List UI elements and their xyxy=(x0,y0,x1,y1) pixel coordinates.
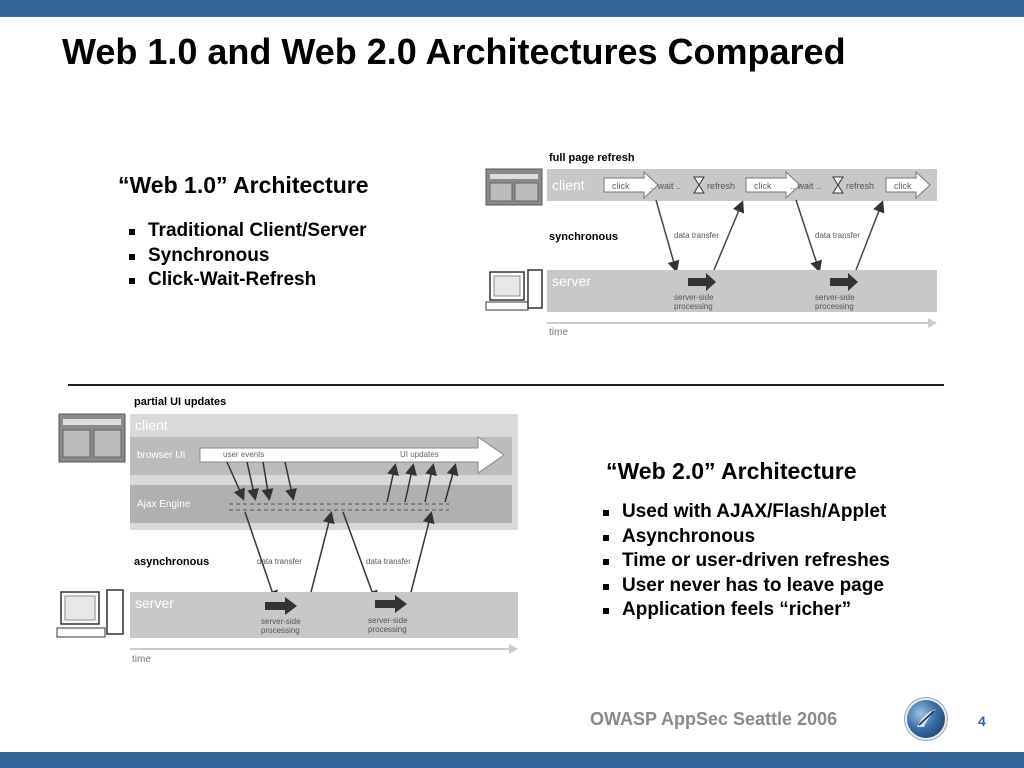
page-number: 4 xyxy=(978,713,986,729)
hourglass-icon xyxy=(693,176,705,194)
ui-update-arrow xyxy=(386,463,399,503)
client-label: client xyxy=(552,177,585,193)
client-label: client xyxy=(135,417,168,433)
wasp-icon xyxy=(917,709,936,727)
click-label: click xyxy=(894,181,912,191)
data-transfer-label: data transfer xyxy=(674,231,719,240)
click-label: click xyxy=(612,181,630,191)
wait-label: .. wait .. xyxy=(790,181,821,191)
ui-update-arrow xyxy=(444,463,459,503)
ui-update-arrow xyxy=(424,463,437,503)
data-transfer-arrow xyxy=(713,200,745,271)
click-label: click xyxy=(754,181,772,191)
slide-title: Web 1.0 and Web 2.0 Architectures Compar… xyxy=(62,31,846,72)
processing-label-line2: processing xyxy=(815,302,854,311)
user-event-arrow xyxy=(246,461,259,501)
user-event-arrow xyxy=(226,461,245,501)
data-transfer-arrow xyxy=(342,511,378,603)
processing-arrow xyxy=(375,595,407,613)
footer-text: OWASP AppSec Seattle 2006 xyxy=(590,709,838,729)
section-divider xyxy=(68,384,944,386)
web2-bullet: Used with AJAX/Flash/Applet xyxy=(600,500,890,525)
computer-icon xyxy=(56,589,124,638)
user-event-arrow xyxy=(284,461,297,501)
web2-bullet-list: Used with AJAX/Flash/Applet Asynchronous… xyxy=(600,500,890,623)
processing-label-line1: server-side xyxy=(815,293,855,302)
user-events-label: user events xyxy=(223,450,264,459)
web2-bullet: Time or user-driven refreshes xyxy=(600,549,890,574)
browser-window-icon xyxy=(485,168,543,206)
data-transfer-arrow xyxy=(795,199,822,273)
web2-caption: partial UI updates xyxy=(134,396,226,408)
click-arrow: click xyxy=(885,170,931,200)
server-band xyxy=(130,592,518,638)
data-transfer-arrow xyxy=(244,511,278,603)
time-label: time xyxy=(549,327,568,338)
processing-label-line1: server-side xyxy=(261,617,301,626)
data-transfer-arrow xyxy=(308,511,335,601)
data-transfer-label: data transfer xyxy=(366,557,411,566)
browser-window-icon xyxy=(58,413,126,463)
web2-bullet: Application feels “richer” xyxy=(600,598,890,623)
time-label: time xyxy=(132,654,151,665)
processing-label-line1: server-side xyxy=(368,616,408,625)
data-transfer-arrow xyxy=(855,200,885,271)
ajax-engine-label: Ajax Engine xyxy=(137,499,191,510)
refresh-label: refresh xyxy=(707,181,735,191)
processing-label-line1: server-side xyxy=(674,293,714,302)
processing-label-line2: processing xyxy=(261,626,300,635)
computer-icon xyxy=(485,269,543,311)
click-arrow: click xyxy=(603,170,659,200)
processing-label-line2: processing xyxy=(674,302,713,311)
refresh-label: refresh xyxy=(846,181,874,191)
web1-bullet: Click-Wait-Refresh xyxy=(126,268,367,293)
mode-label: asynchronous xyxy=(134,556,209,568)
server-band xyxy=(547,270,937,312)
web1-bullet: Synchronous xyxy=(126,244,367,269)
hourglass-icon xyxy=(832,176,844,194)
web1-diagram: full page refresh client click .. wait .… xyxy=(485,152,937,338)
data-transfer-arrow xyxy=(655,199,680,273)
mode-label: synchronous xyxy=(549,231,618,243)
processing-arrow xyxy=(265,597,297,615)
wait-label: .. wait .. xyxy=(650,181,681,191)
processing-label-line2: processing xyxy=(368,625,407,634)
processing-arrow xyxy=(830,273,858,291)
server-label: server xyxy=(552,273,591,289)
data-transfer-label: data transfer xyxy=(257,557,302,566)
user-event-arrow xyxy=(261,461,274,501)
time-arrow xyxy=(130,644,518,654)
ui-events-arrow xyxy=(199,436,505,474)
ui-updates-label: UI updates xyxy=(400,450,439,459)
web2-bullet: Asynchronous xyxy=(600,525,890,550)
bottom-accent-bar xyxy=(0,752,1024,768)
web2-diagram: partial UI updates client browser UI use… xyxy=(56,396,518,665)
owasp-logo xyxy=(907,700,945,738)
browser-ui-label: browser UI xyxy=(137,450,185,461)
data-transfer-arrow xyxy=(408,511,435,601)
server-label: server xyxy=(135,595,174,611)
processing-arrow xyxy=(688,273,716,291)
top-accent-bar xyxy=(0,0,1024,17)
web1-bullet-list: Traditional Client/Server Synchronous Cl… xyxy=(126,219,367,293)
data-transfer-label: data transfer xyxy=(815,231,860,240)
web2-bullet: User never has to leave page xyxy=(600,574,890,599)
web1-heading: “Web 1.0” Architecture xyxy=(118,172,369,198)
time-arrow xyxy=(547,318,937,328)
web2-heading: “Web 2.0” Architecture xyxy=(606,458,857,484)
web1-bullet: Traditional Client/Server xyxy=(126,219,367,244)
click-arrow: click xyxy=(745,170,801,200)
web1-caption: full page refresh xyxy=(549,152,635,164)
ui-update-arrow xyxy=(404,463,417,503)
